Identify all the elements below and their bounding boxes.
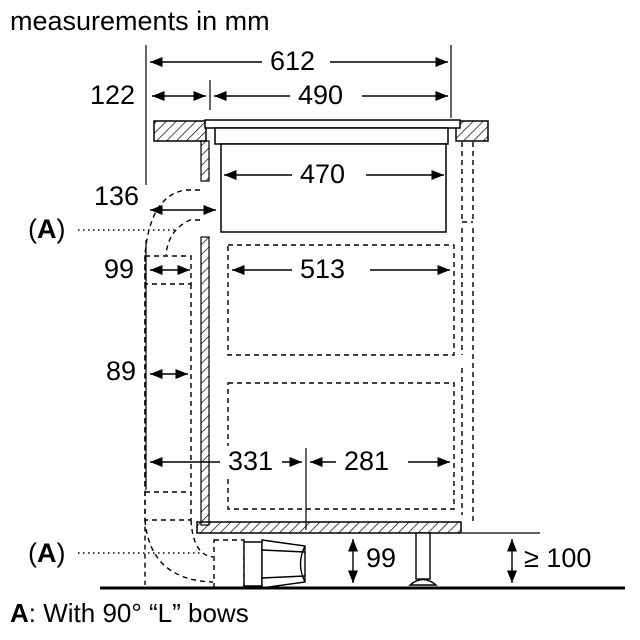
duct-width-label: 89: [102, 356, 141, 386]
footnote: A: With 90° “L” bows: [10, 598, 249, 628]
front-distance-label: 281: [340, 446, 394, 476]
drawer-width-label: 513: [296, 254, 350, 284]
duct-depth-label: 99: [100, 254, 139, 284]
callout-leaders: [78, 229, 200, 554]
depth-drop-label: 136: [90, 181, 144, 211]
cutout-width-label: 490: [294, 80, 348, 110]
plinth-height-label: ≥ 100: [520, 543, 596, 573]
hob-unit: [204, 119, 461, 233]
plinth-duct-height-label: 99: [362, 543, 401, 573]
units-note: measurements in mm: [10, 6, 270, 36]
worktop: [153, 120, 489, 142]
callout-a-lower: (A): [28, 538, 66, 568]
fan-module: [243, 539, 306, 589]
footnote-text: : With 90° “L” bows: [28, 598, 249, 628]
cabinet-floor: [196, 521, 462, 534]
reference-lines: [145, 45, 452, 530]
cabinet-foot: [408, 532, 438, 586]
cabinet-side-panel: [200, 140, 210, 526]
left-offset-label: 122: [86, 80, 140, 110]
dimension-lines: [150, 56, 518, 583]
callout-a-upper: (A): [28, 214, 66, 244]
footnote-letter: A: [10, 598, 29, 628]
rear-distance-label: 331: [224, 446, 278, 476]
overall-width-label: 612: [266, 46, 320, 76]
unit-width-label: 470: [296, 159, 350, 189]
